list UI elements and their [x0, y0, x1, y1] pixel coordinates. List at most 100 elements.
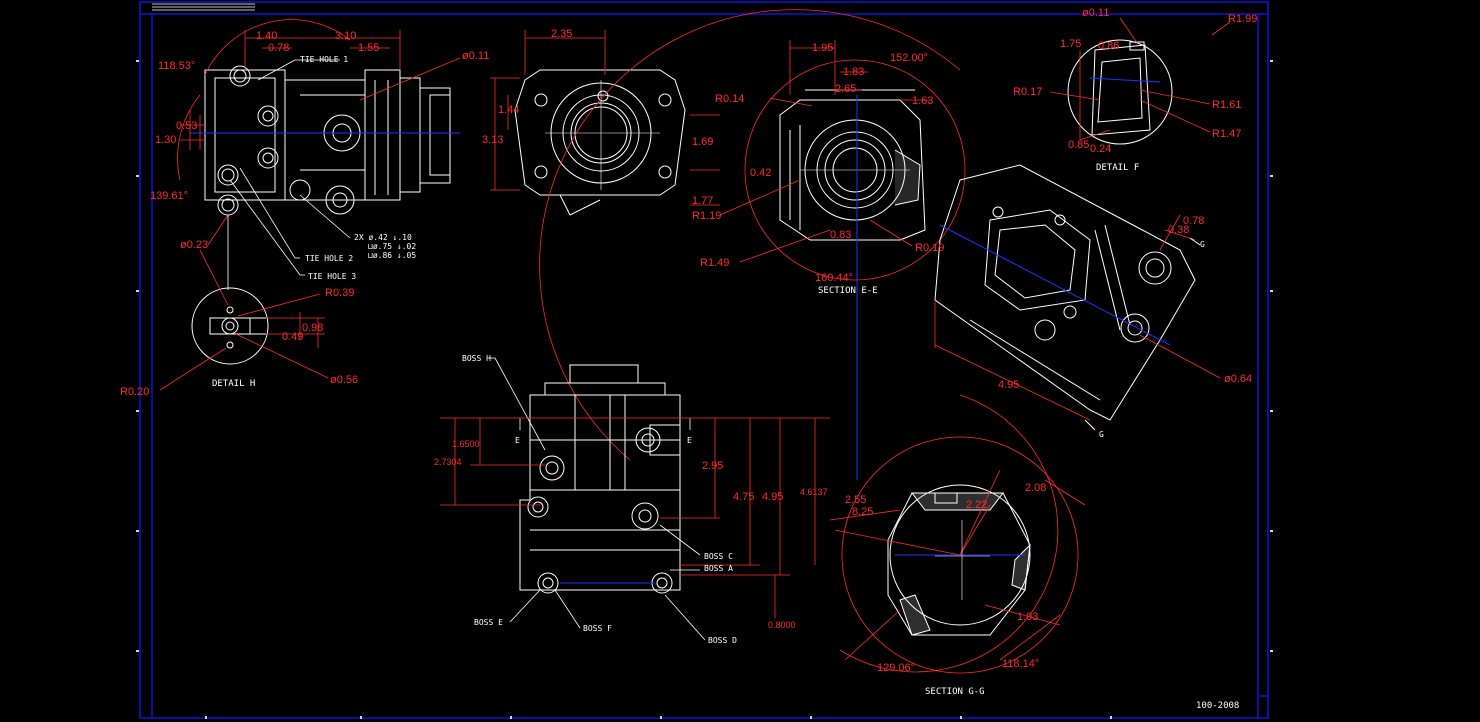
view-front — [514, 69, 686, 216]
dim-0-98: 0.98 — [302, 322, 323, 334]
dim-phi-0-11: ø0.11 — [462, 50, 489, 62]
callout-tie-hole-3: TIE HOLE 3 — [308, 272, 356, 281]
callout-hole-spec-1: 2X ø.42 ↓.10 — [354, 233, 412, 242]
detail-h-view — [191, 287, 269, 365]
dim-2-95: 2.95 — [702, 460, 723, 472]
dim-r-1-47: R1.47 — [1212, 128, 1241, 140]
dim-2-08: 2.08 — [1025, 482, 1046, 494]
dim-152-00: 152.00° — [890, 52, 928, 64]
dim-r-0-39: R0.39 — [325, 287, 354, 299]
dim-118-14: 118.14° — [1002, 658, 1039, 670]
dim-phi-0-11-f: ø0.11 — [1082, 7, 1109, 19]
centerline — [1089, 77, 1161, 83]
detail-h-dims — [159, 249, 329, 391]
drawing-number: 100-2008 — [1196, 701, 1239, 711]
callout-tie-hole-1: TIE HOLE 1 — [300, 55, 348, 64]
view-isometric — [934, 164, 1196, 421]
dim-1-6500: 1.6500 — [452, 439, 480, 449]
detail-f-view — [1067, 39, 1173, 145]
dim-0-42: 0.42 — [750, 167, 771, 179]
dim-160-44: 160.44° — [815, 272, 853, 284]
dim-r-0-17: R0.17 — [1013, 86, 1042, 98]
section-g-marks — [1084, 237, 1201, 431]
title-section-g: SECTION G-G — [925, 687, 985, 697]
dim-2-35: 2.35 — [551, 28, 572, 40]
section-mark-g-bottom: G — [1099, 430, 1104, 439]
section-mark-e-left: E — [515, 436, 520, 445]
dim-4-95-iso: 4.95 — [998, 379, 1019, 391]
view-side-dims — [177, 19, 461, 246]
dim-2-22: 2.22 — [966, 499, 987, 511]
section-e-view — [779, 89, 926, 241]
callout-boss-e: BOSS E — [474, 618, 503, 627]
callout-boss-a: BOSS A — [704, 564, 733, 573]
view-front-dims — [490, 30, 606, 191]
dim-118-53: 118.53° — [158, 60, 195, 72]
section-mark-e-right: E — [687, 436, 692, 445]
dim-1-30: 1.30 — [155, 134, 176, 146]
dim-3-13: 3.13 — [482, 134, 503, 146]
callout-hole-spec-3: ⊔ø.86 ↓.05 — [368, 251, 416, 260]
dim-2-55: 2.55 — [845, 494, 866, 506]
dim-0-53: 0.53 — [176, 120, 197, 132]
callout-boss-h: BOSS H — [462, 354, 491, 363]
dim-0-8000: 0.8000 — [768, 620, 796, 630]
dim-r-0-14: R0.14 — [715, 93, 744, 105]
view-front-centerlines — [545, 80, 660, 190]
dim-r-1-19: R1.19 — [692, 210, 721, 222]
dim-0-49: 0.49 — [282, 331, 303, 343]
dim-1-75: 1.75 — [1060, 38, 1081, 50]
section-g-dims — [829, 394, 1086, 674]
dim-1-83: 1.83 — [843, 66, 864, 78]
dim-1-95: 1.95 — [812, 42, 833, 54]
title-strip — [152, 3, 255, 11]
section-e-dims — [539, 9, 966, 461]
dim-phi-0-56: ø0.56 — [330, 374, 358, 386]
centerline — [939, 224, 1171, 346]
dim-4-6137: 4.6137 — [800, 487, 828, 497]
dim-0-24: 0.24 — [1090, 143, 1111, 155]
section-g-view — [887, 484, 1031, 636]
detail-f-dims — [1049, 17, 1231, 141]
dim-phi-0-23: ø0.23 — [180, 239, 208, 251]
dim-r-1-49: R1.49 — [700, 257, 729, 269]
view-side-leaders — [227, 59, 351, 290]
dim-4-95: 4.95 — [762, 491, 783, 503]
dim-0-86: 0.86 — [1098, 40, 1119, 52]
callout-labels: TIE HOLE 1 TIE HOLE 2 TIE HOLE 3 2X ø.42… — [300, 55, 1205, 645]
view-bottom-leaders — [488, 357, 706, 641]
title-detail-h: DETAIL H — [212, 379, 255, 389]
dim-0-83: 0.83 — [830, 229, 851, 241]
dim-r-1-99: R1.99 — [1228, 13, 1257, 25]
view-side-top-left — [204, 65, 451, 216]
dim-1-44: 1.44 — [498, 104, 519, 116]
sheet-border — [139, 1, 1269, 719]
dim-8-25: 8.25 — [852, 506, 873, 518]
dim-r-0-19: R0.19 — [915, 242, 944, 254]
dim-0-38: 0.38 — [1168, 224, 1189, 236]
dim-1-69: 1.69 — [692, 136, 713, 148]
view-titles: DETAIL H DETAIL F SECTION E-E SECTION G-… — [212, 163, 1239, 711]
dim-1-55: 1.55 — [358, 42, 379, 54]
dim-1-77: 1.77 — [692, 195, 713, 207]
callout-tie-hole-2: TIE HOLE 2 — [305, 254, 353, 263]
title-section-e: SECTION E-E — [818, 286, 878, 296]
dim-phi-0-64: ø0.64 — [1224, 373, 1252, 385]
view-isometric-dims — [934, 214, 1221, 421]
dim-0-78: 0.78 — [268, 42, 289, 54]
dim-1-40: 1.40 — [256, 30, 277, 42]
dimension-labels: 1.40 3.10 0.78 1.55 ø0.11 118.53° 0.53 1… — [120, 7, 1257, 674]
view-bottom-side — [519, 364, 681, 594]
dim-139-61: 139.61° — [150, 190, 188, 202]
dim-0-85: 0.85 — [1068, 139, 1089, 151]
dim-0-78-b: 0.78 — [1183, 215, 1204, 227]
sheet-border-ticks — [136, 60, 1273, 719]
dim-r-0-20: R0.20 — [120, 386, 149, 398]
callout-hole-spec-2: ⊔ø.75 ↓.02 — [368, 242, 416, 251]
view-bottom-dims — [440, 417, 830, 618]
title-detail-f: DETAIL F — [1096, 163, 1139, 173]
callout-boss-d: BOSS D — [708, 636, 737, 645]
section-mark-g-top: G — [1200, 240, 1205, 249]
